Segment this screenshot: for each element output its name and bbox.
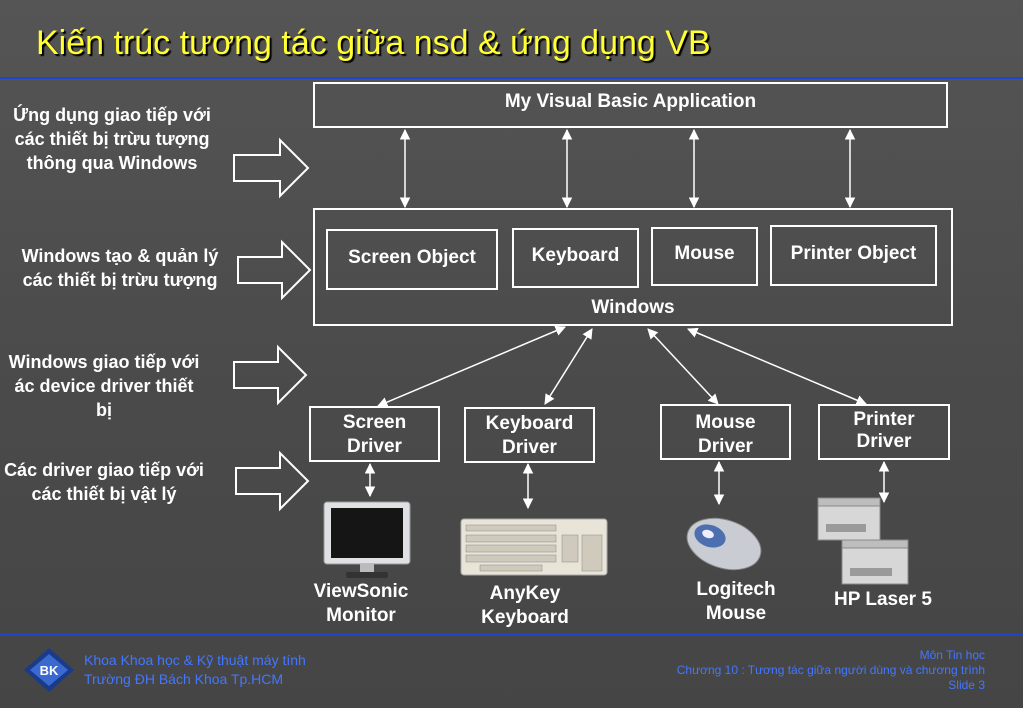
arrow-win-screen-driver: [377, 325, 566, 408]
side-note-app: Ứng dụng giao tiếp với các thiết bị trừu…: [13, 105, 211, 173]
windows-label: Windows: [591, 297, 675, 318]
side-note-drivers: Windows giao tiếp với ác device driver t…: [8, 352, 200, 420]
screen-driver-box: Screen Driver: [309, 406, 440, 462]
screen-driver-line1: Screen: [342, 412, 407, 433]
mouse-icon: [686, 517, 762, 571]
slide-title: Kiến trúc tương tác giữa nsd & ứng dụng …: [36, 24, 711, 62]
printer-driver-line1: Printer: [853, 409, 915, 430]
footer-rule: [0, 634, 1023, 636]
mouse-object-box: Mouse: [651, 227, 758, 286]
keyboard-driver-box: Keyboard Driver: [464, 407, 595, 463]
monitor-icon: [323, 501, 411, 578]
windows-box: Windows: [313, 208, 953, 326]
title-rule: [0, 77, 1023, 79]
screen-driver-line2: Driver: [347, 436, 402, 457]
arrow-win-printer-driver: [687, 327, 867, 406]
block-arrow-4: [235, 450, 310, 512]
arrow-win-mouse-driver: [647, 328, 719, 405]
arrow-win-keyboard-driver: [544, 328, 593, 405]
mouse-driver-line1: Mouse: [695, 412, 756, 433]
printer-driver-line2: Driver: [856, 431, 912, 452]
mouse-driver-line2: Driver: [698, 436, 753, 457]
mouse-driver-box: Mouse Driver: [660, 404, 791, 460]
keyboard-driver-line1: Keyboard: [485, 413, 574, 434]
keyboard-object-box: Keyboard: [512, 228, 639, 288]
printer-object-box: Printer Object: [770, 225, 937, 286]
keyboard-driver-line2: Driver: [502, 437, 557, 458]
block-arrow-1: [233, 137, 310, 199]
screen-object-box: Screen Object: [326, 229, 498, 290]
footer-course: Môn Tin học Chương 10 : Tương tác giữa n…: [676, 648, 985, 692]
block-arrows: [233, 137, 312, 512]
svg-text:BK: BK: [40, 663, 59, 678]
side-note-devices: Các driver giao tiếp với các thiết bị vậ…: [4, 460, 204, 504]
keyboard-icon: [460, 518, 608, 576]
footer-faculty: Khoa Khoa học & Kỹ thuật máy tính Trường…: [84, 652, 306, 687]
block-arrow-2: [237, 239, 312, 301]
printer-driver-box: Printer Driver: [818, 404, 950, 460]
block-arrow-3: [233, 344, 308, 406]
printer-icon: [817, 497, 909, 585]
university-logo: BK: [24, 648, 74, 692]
vb-application-box: My Visual Basic Application: [313, 82, 948, 128]
slide-number: Slide 3: [948, 678, 985, 692]
device-label-printer: HP Laser 5: [834, 589, 932, 610]
side-note-windows: Windows tạo & quản lý các thiết bị trừu …: [21, 246, 219, 290]
